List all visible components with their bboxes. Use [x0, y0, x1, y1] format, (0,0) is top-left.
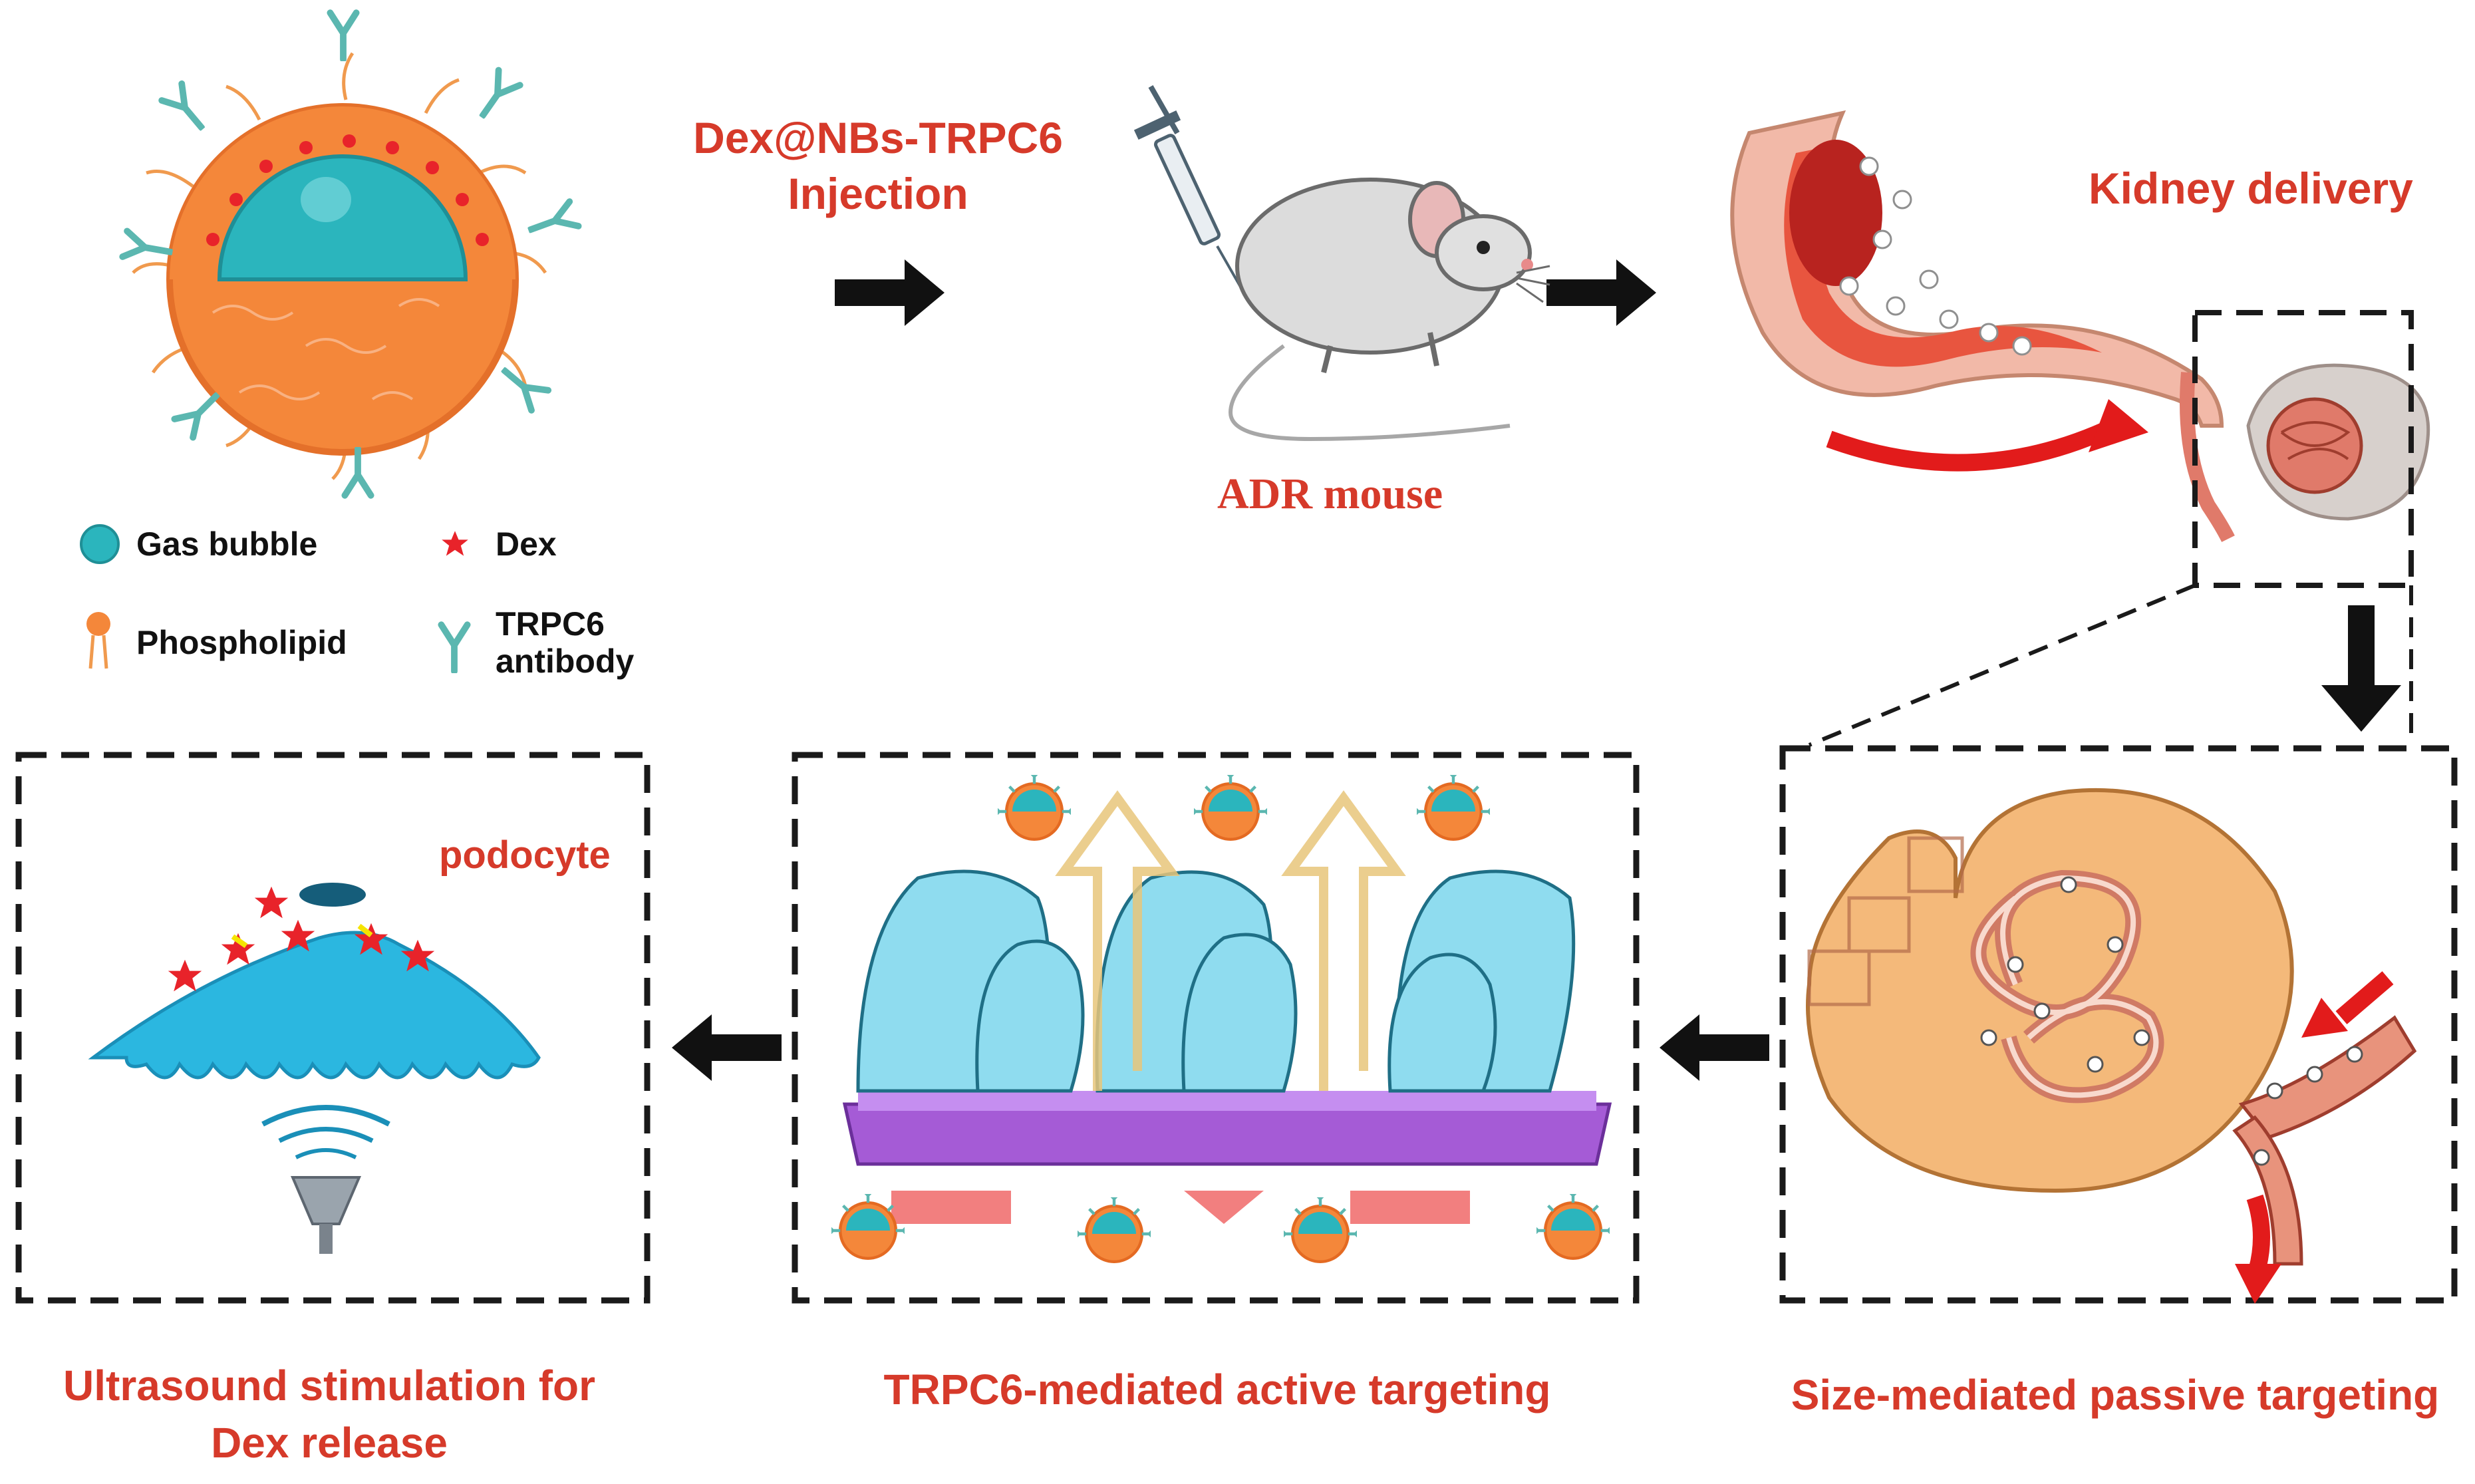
legend-dex: Dex — [496, 525, 557, 563]
podocyte-icon — [88, 883, 541, 1080]
panel-active — [792, 752, 1640, 1304]
zoom-box — [2192, 310, 2414, 588]
down-arrow-icon — [2321, 605, 2401, 732]
injection-label-line2: Injection — [788, 169, 968, 218]
panel-passive — [1779, 745, 2458, 1304]
glomerulus-icon — [1806, 788, 2417, 1304]
step-passive-label: Size-mediated passive targeting — [1791, 1371, 2440, 1419]
podocyte-label: podocyte — [439, 833, 611, 877]
legend-antibody-line1: TRPC6 — [496, 605, 605, 643]
phospholipid-legend-icon — [86, 612, 110, 669]
arrow-icon — [835, 259, 1656, 326]
injection-label-line1: Dex@NBs-TRPC6 — [693, 113, 1063, 162]
syringe-icon — [1133, 85, 1245, 293]
panel-ultrasound — [15, 752, 651, 1304]
flow-arrow-icon — [1826, 418, 2119, 472]
antibody-legend-icon — [441, 625, 467, 671]
mouse-label: ADR mouse — [1217, 470, 1443, 518]
legend-antibody: TRPC6 antibody — [496, 605, 634, 680]
legend-phospholipid: Phospholipid — [136, 624, 347, 661]
nanobubble-icon — [122, 13, 578, 496]
kidney-label: Kidney delivery — [2089, 164, 2413, 213]
step-active-label: TRPC6-mediated active targeting — [883, 1366, 1551, 1413]
mouse-icon — [1228, 178, 1550, 442]
glomerulus-small-icon — [2246, 363, 2430, 521]
flow-arrowhead-icon — [2089, 399, 2148, 452]
step-ultrasound-line2: Dex release — [211, 1419, 448, 1467]
legend-gas-bubble: Gas bubble — [136, 525, 318, 563]
ultrasound-probe-icon — [261, 1105, 390, 1254]
injection-label: Dex@NBs-TRPC6 Injection — [665, 110, 1091, 222]
foot-process-icon — [842, 790, 1612, 1224]
gas-bubble-legend-icon — [80, 524, 120, 564]
step-ultrasound-line1: Ultrasound stimulation for — [63, 1362, 595, 1410]
dex-legend-icon — [442, 531, 468, 556]
step-ultrasound-label: Ultrasound stimulation for Dex release — [13, 1357, 645, 1471]
arrow-icon — [672, 1014, 1769, 1081]
kidney-vessel-icon — [1730, 110, 2235, 542]
zoom-lines — [1808, 583, 2413, 747]
legend-antibody-line2: antibody — [496, 643, 635, 680]
